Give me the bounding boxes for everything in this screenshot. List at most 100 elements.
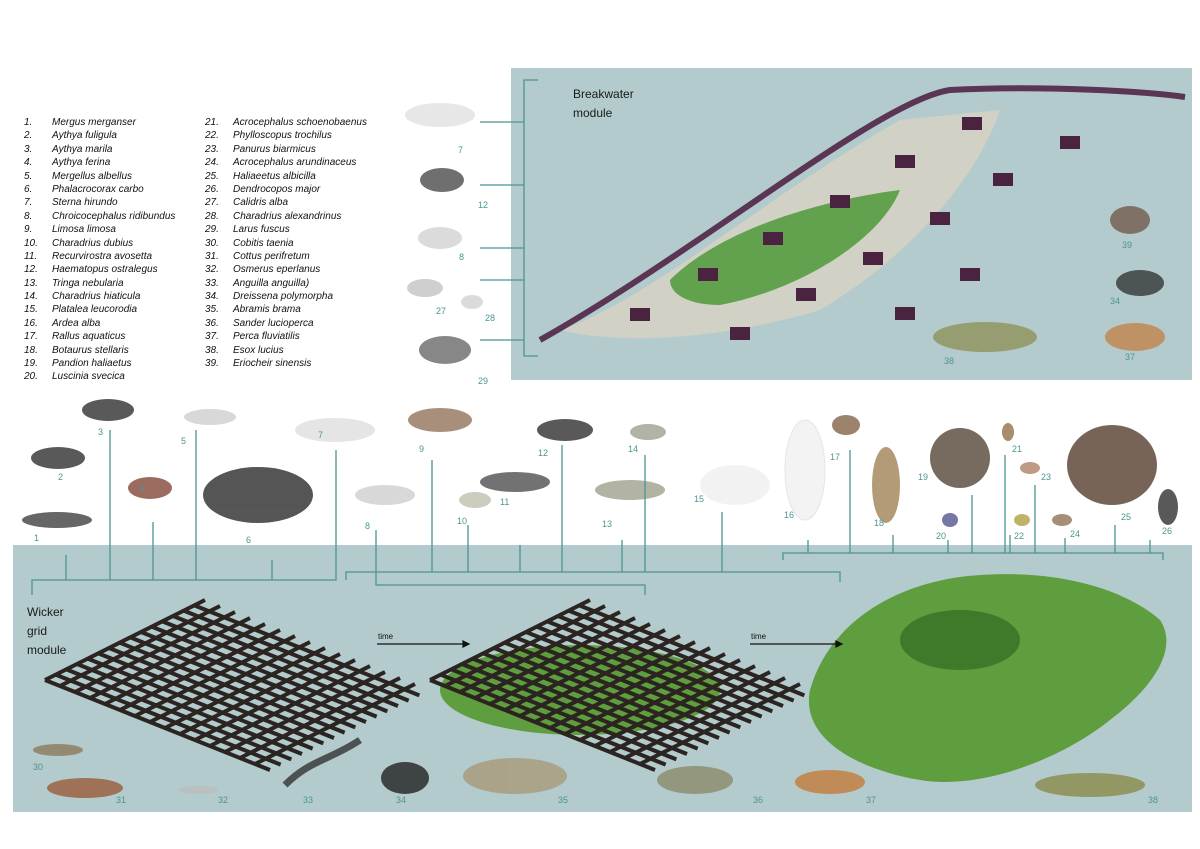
grid-bar [172,614,399,708]
species-name: Sander lucioperca [233,317,314,329]
time-label: time [378,632,394,641]
species-name: Phalacrocorax carbo [52,183,144,195]
species-number: 19. [24,358,38,370]
species-name: Aythya fuligula [52,130,117,142]
grid-bar [482,651,710,746]
breakwater-animals [405,103,1165,364]
species-legend-item: 31.Cottus perifretum [205,251,367,264]
species-legend-item: 9.Limosa limosa [24,224,175,237]
species-legend-item: 35.Abramis brama [205,304,367,317]
breakwater-connectors [480,79,538,357]
grid-bar [429,598,591,682]
species-legend-item: 4.Aythya ferina [24,157,175,170]
species-number-label: 18 [874,518,885,528]
species-legend-item: 36.Sander lucioperca [205,318,367,331]
species-name: Charadrius hiaticula [52,291,141,303]
species-number-label: 29 [478,376,489,386]
grid-bar [149,640,311,724]
species-number-label: 39 [1122,240,1133,250]
species-number: 7. [24,197,33,209]
grid-bar [624,676,786,760]
grid-bar [129,635,357,730]
species-number: 3. [24,143,33,155]
species-name: Charadrius dubius [52,237,134,249]
wicker-island-trees [900,610,1020,670]
grid-bar [459,610,621,694]
species-name: Pandion haliaetus [52,358,132,370]
species-name: Cottus perifretum [233,250,310,262]
species-legend-item: 2.Aythya fuligula [24,130,175,143]
species-number: 12. [24,264,38,276]
grid-bar [519,634,681,718]
species-name: Platalea leucorodia [52,304,138,316]
grid-bar [578,603,806,698]
species-name: Osmerus eperlanus [233,264,321,276]
species-name: Chroicocephalus ridibundus [52,210,176,222]
species-number: 32. [205,264,219,276]
grid-bar [140,630,367,724]
species-number: 23. [205,143,219,155]
time-label: time [751,632,767,641]
species-legend-item: 32. Osmerus eperlanus [205,264,367,277]
breakwater-module-label: Breakwater module [573,87,634,120]
species-legend-item: 12. Haematopus ostralegus [24,264,175,277]
species-number: 20. [24,371,38,383]
species-number-label: 31 [116,795,127,805]
grid-bar [639,682,801,766]
grid-bar [444,604,606,688]
grid-bar [150,624,378,719]
grid-bar [44,598,206,682]
grid-bar [76,662,303,756]
bird-connectors [31,430,1164,595]
species-name: Acrocephalus schoenobaenus [233,117,367,128]
species-name: Rallus aquaticus [52,331,126,343]
species-number-label: 25 [1121,512,1132,522]
grid-bar [86,656,314,751]
species-number: 14. [24,291,38,303]
species-legend-item: 21.Acrocephalus schoenobaenus [205,117,367,130]
grid-bar [179,652,341,736]
grid-bar [429,678,656,772]
species-number: 24. [205,157,219,169]
breakwater-vegetation [670,190,900,305]
grid-bar [525,630,752,724]
species-name: Mergus merganser [52,117,136,128]
grid-bar [65,667,293,762]
species-number: 9. [24,224,33,236]
species-name: Ardea alba [52,317,101,329]
species-name: Haematopus ostralegus [52,264,158,276]
species-name: Luscinia svecica [52,371,125,383]
grid-bar [194,658,356,742]
wicker-grid-module-label: Wicker grid module [27,605,67,657]
species-legend-item: 29.Larus fuscus [205,224,367,237]
species-number-label: 26 [1162,526,1173,536]
species-number: 4. [24,157,33,169]
species-number: 26. [205,183,219,195]
species-number: 33. [205,277,219,289]
species-number: 10. [24,237,38,249]
species-number-label: 12 [478,200,489,210]
species-number-label: 34 [396,795,407,805]
species-number-label: 27 [436,306,447,316]
grid-bar [439,672,667,767]
species-number: 8. [24,210,33,222]
grid-bar [535,624,763,719]
species-legend-item: 23.Panurus biarmicus [205,144,367,157]
species-legend-item: 25.Haliaeetus albicilla [205,171,367,184]
species-number-label: 13 [602,519,613,529]
grid-bar [44,678,271,772]
species-number: 11. [24,250,38,262]
grid-bar [503,640,731,735]
species-number-label: 1 [34,533,40,543]
species-number-label: 37 [866,795,877,805]
species-number-label: 17 [830,452,841,462]
species-number: 5. [24,170,33,182]
species-number-label: 12 [538,448,549,458]
species-number: 17. [24,331,38,343]
species-legend-item: 19. Pandion haliaetus [24,358,175,371]
breakwater-wall [538,85,1186,343]
species-legend-item: 24.Acrocephalus arundinaceus [205,157,367,170]
species-number-label: 14 [628,444,639,454]
species-number: 28. [205,210,219,222]
species-number-label: 37 [1125,352,1136,362]
